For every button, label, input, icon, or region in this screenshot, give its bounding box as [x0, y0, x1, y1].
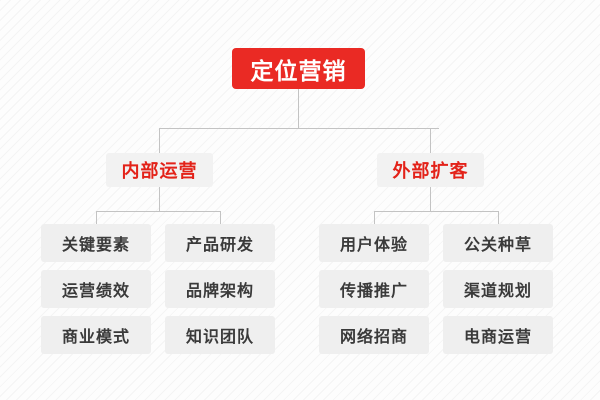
connector-drop-branch-1 — [430, 128, 431, 153]
connector-branch-1-stem — [430, 187, 431, 211]
connector-drop-branch-0 — [159, 128, 160, 153]
leaf-node[interactable]: 产品研发 — [165, 224, 275, 262]
leaf-node[interactable]: 运营绩效 — [41, 270, 151, 308]
leaf-node[interactable]: 传播推广 — [319, 270, 429, 308]
leaf-node[interactable]: 关键要素 — [41, 224, 151, 262]
connector-branch-1-bar — [374, 211, 498, 212]
connector-drop-col-1 — [220, 211, 221, 224]
leaf-node[interactable]: 电商运营 — [443, 316, 553, 354]
leaf-node[interactable]: 公关种草 — [443, 224, 553, 262]
root-node[interactable]: 定位营销 — [232, 48, 365, 89]
leaf-node[interactable]: 网络招商 — [319, 316, 429, 354]
leaf-node[interactable]: 商业模式 — [41, 316, 151, 354]
connector-root-bar — [159, 128, 439, 129]
branch-node-external[interactable]: 外部扩客 — [377, 153, 484, 187]
connector-drop-col-0 — [96, 211, 97, 224]
leaf-node[interactable]: 渠道规划 — [443, 270, 553, 308]
branch-node-internal[interactable]: 内部运营 — [106, 153, 213, 187]
connector-drop-col-2 — [374, 211, 375, 224]
connector-drop-col-3 — [498, 211, 499, 224]
connector-root-stem — [298, 89, 299, 128]
connector-branch-0-bar — [96, 211, 220, 212]
leaf-node[interactable]: 知识团队 — [165, 316, 275, 354]
connector-branch-0-stem — [159, 187, 160, 211]
leaf-node[interactable]: 品牌架构 — [165, 270, 275, 308]
leaf-node[interactable]: 用户体验 — [319, 224, 429, 262]
